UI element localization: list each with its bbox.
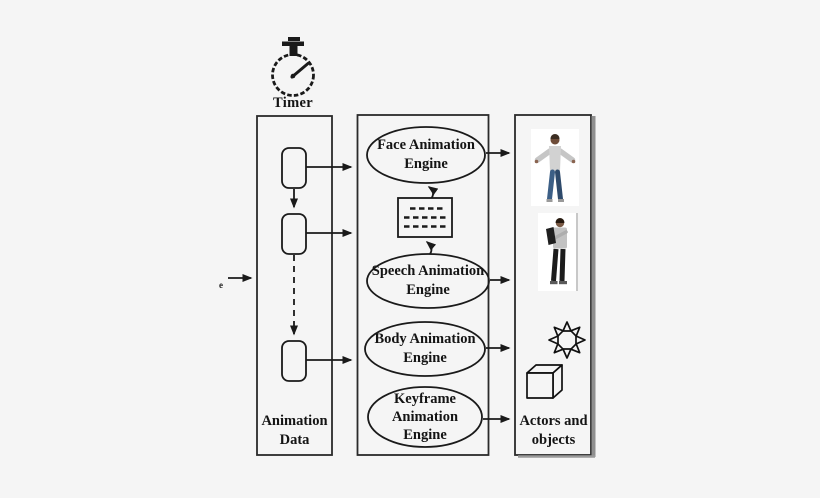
body-engine-line1: Body Animation bbox=[374, 331, 476, 347]
body-engine-line2: Engine bbox=[403, 350, 447, 366]
data-buffer-nodes bbox=[281, 147, 307, 382]
stopwatch-icon bbox=[271, 37, 315, 97]
keyframe-engine-line2: Animation bbox=[391, 409, 459, 425]
speech-to-box-arrow bbox=[425, 241, 437, 255]
keyframe-engine-line3: Engine bbox=[403, 427, 447, 443]
speech-engine-ellipse bbox=[366, 253, 490, 309]
actors-objects-label: Actors and objects bbox=[515, 412, 592, 450]
actors-objects-line2: objects bbox=[531, 432, 576, 448]
face-engine-ellipse bbox=[366, 126, 486, 184]
data-buffer-2 bbox=[281, 213, 307, 255]
speech-engine-label: Speech Animation Engine bbox=[366, 262, 490, 300]
body-engine-label: Body Animation Engine bbox=[363, 330, 487, 368]
data-buffer-1 bbox=[281, 147, 307, 189]
face-engine-line2: Engine bbox=[404, 156, 448, 172]
actors-objects-line1: Actors and bbox=[519, 413, 588, 429]
speech-engine-line2: Engine bbox=[406, 282, 450, 298]
sun-shape bbox=[548, 321, 586, 359]
keyframe-engine-line1: Keyframe bbox=[394, 391, 456, 407]
dashed-lines-box bbox=[397, 197, 453, 238]
animation-data-line2: Data bbox=[279, 432, 310, 448]
speech-engine-line1: Speech Animation bbox=[371, 263, 485, 279]
animation-data-panel-border bbox=[256, 115, 333, 456]
face-engine-line1: Face Animation bbox=[377, 137, 475, 153]
animation-data-line1: Animation bbox=[261, 413, 328, 429]
edge-text-fragment: e bbox=[219, 280, 223, 290]
timer-label: Timer bbox=[273, 95, 313, 111]
keyframe-engine-ellipse bbox=[367, 386, 483, 448]
body-engine-ellipse bbox=[364, 321, 486, 377]
standing-human-figure bbox=[538, 213, 578, 291]
animation-data-label: Animation Data bbox=[257, 412, 332, 450]
keyframe-engine-label: Keyframe Animation Engine bbox=[368, 390, 482, 444]
engine-ellipses bbox=[364, 126, 490, 448]
face-engine-label: Face Animation Engine bbox=[364, 136, 488, 174]
tpose-human-figure bbox=[531, 129, 579, 206]
data-buffer-3 bbox=[281, 340, 307, 382]
actors-panel-border bbox=[514, 114, 592, 456]
cube-shape bbox=[526, 364, 563, 399]
